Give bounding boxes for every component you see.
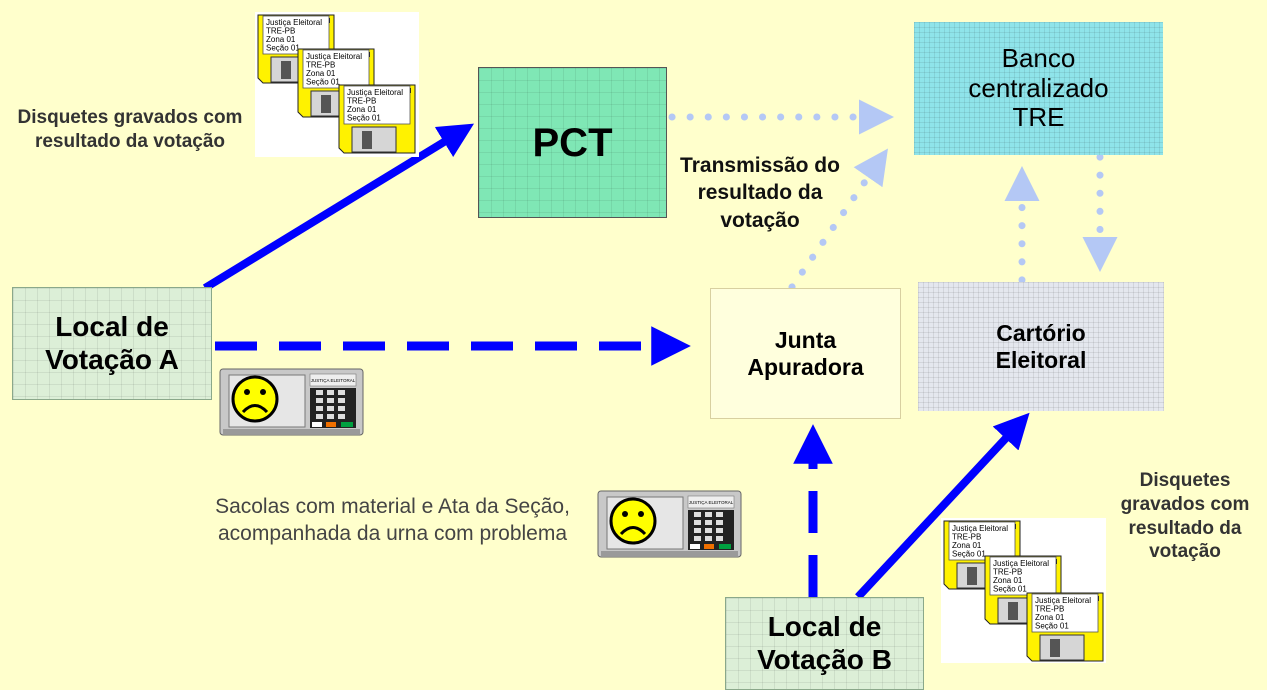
floppy-label-text: TRE-PB: [347, 97, 376, 106]
sad-face-icon: [609, 497, 657, 545]
urna-label-text: JUSTIÇA ELEITORAL: [689, 500, 734, 505]
label-transmissao: Transmissão do resultado da votação: [680, 154, 840, 232]
junta-label: Junta Apuradora: [747, 327, 864, 380]
floppy-label-text: Justiça Eleitoral: [1035, 596, 1091, 605]
arrow-junta-to-banco: [788, 148, 888, 291]
floppy-label-text: Seção 01: [347, 114, 381, 123]
floppy-label-text: TRE-PB: [952, 533, 981, 542]
floppy-label-text: Justiça Eleitoral: [266, 18, 322, 27]
node-banco-centralizado: Banco centralizado TRE: [914, 22, 1163, 155]
floppy-label-text: TRE-PB: [266, 27, 295, 36]
floppy-label-text: Seção 01: [266, 44, 300, 53]
label-disquetes-a: Disquetes gravados com resultado da vota…: [17, 107, 243, 152]
label-disquetes-b: Disquetes gravados com resultado da vota…: [1120, 470, 1250, 563]
floppy-label-text: Justiça Eleitoral: [347, 88, 403, 97]
floppy-label-text: Zona 01: [266, 35, 296, 44]
floppy-label-text: TRE-PB: [1035, 605, 1064, 614]
node-junta-apuradora: Junta Apuradora: [710, 288, 901, 419]
urna-label-text: JUSTIÇA ELEITORAL: [311, 378, 356, 383]
floppy-label-text: Zona 01: [1035, 613, 1065, 622]
floppy-label-text: Seção 01: [952, 550, 986, 559]
node-cartorio-eleitoral: Cartório Eleitoral: [918, 282, 1164, 411]
floppy-label-text: Seção 01: [993, 585, 1027, 594]
floppy-label-text: Seção 01: [306, 78, 340, 87]
voting-machine-icon: JUSTIÇA ELEITORAL: [219, 368, 364, 443]
floppy-label-text: Zona 01: [952, 541, 982, 550]
floppy-label-text: Justiça Eleitoral: [306, 52, 362, 61]
node-local-votacao-b: Local de Votação B: [725, 597, 924, 690]
floppy-label-text: Justiça Eleitoral: [952, 524, 1008, 533]
cartorio-label: Cartório Eleitoral: [995, 320, 1087, 373]
local-b-label: Local de Votação B: [757, 611, 892, 675]
sad-face-icon: [231, 375, 279, 423]
floppy-label-text: TRE-PB: [993, 568, 1022, 577]
floppy-label-text: TRE-PB: [306, 61, 335, 70]
floppy-label-text: Zona 01: [306, 69, 336, 78]
floppy-label-text: Justiça Eleitoral: [993, 559, 1049, 568]
floppy-label-text: Seção 01: [1035, 622, 1069, 631]
node-local-votacao-a: Local de Votação A: [12, 287, 212, 400]
banco-label: Banco centralizado TRE: [968, 42, 1109, 133]
arrow-local-a-to-pct: [202, 123, 475, 292]
label-sacolas: Sacolas com material e Ata da Seção, aco…: [215, 495, 570, 546]
arrow-local-b-to-cartorio: [855, 412, 1030, 600]
floppy-label-text: Zona 01: [347, 105, 377, 114]
floppy-label-text: Zona 01: [993, 576, 1023, 585]
voting-machine-icon: JUSTIÇA ELEITORAL: [597, 490, 742, 565]
node-pct: PCT: [478, 67, 667, 218]
